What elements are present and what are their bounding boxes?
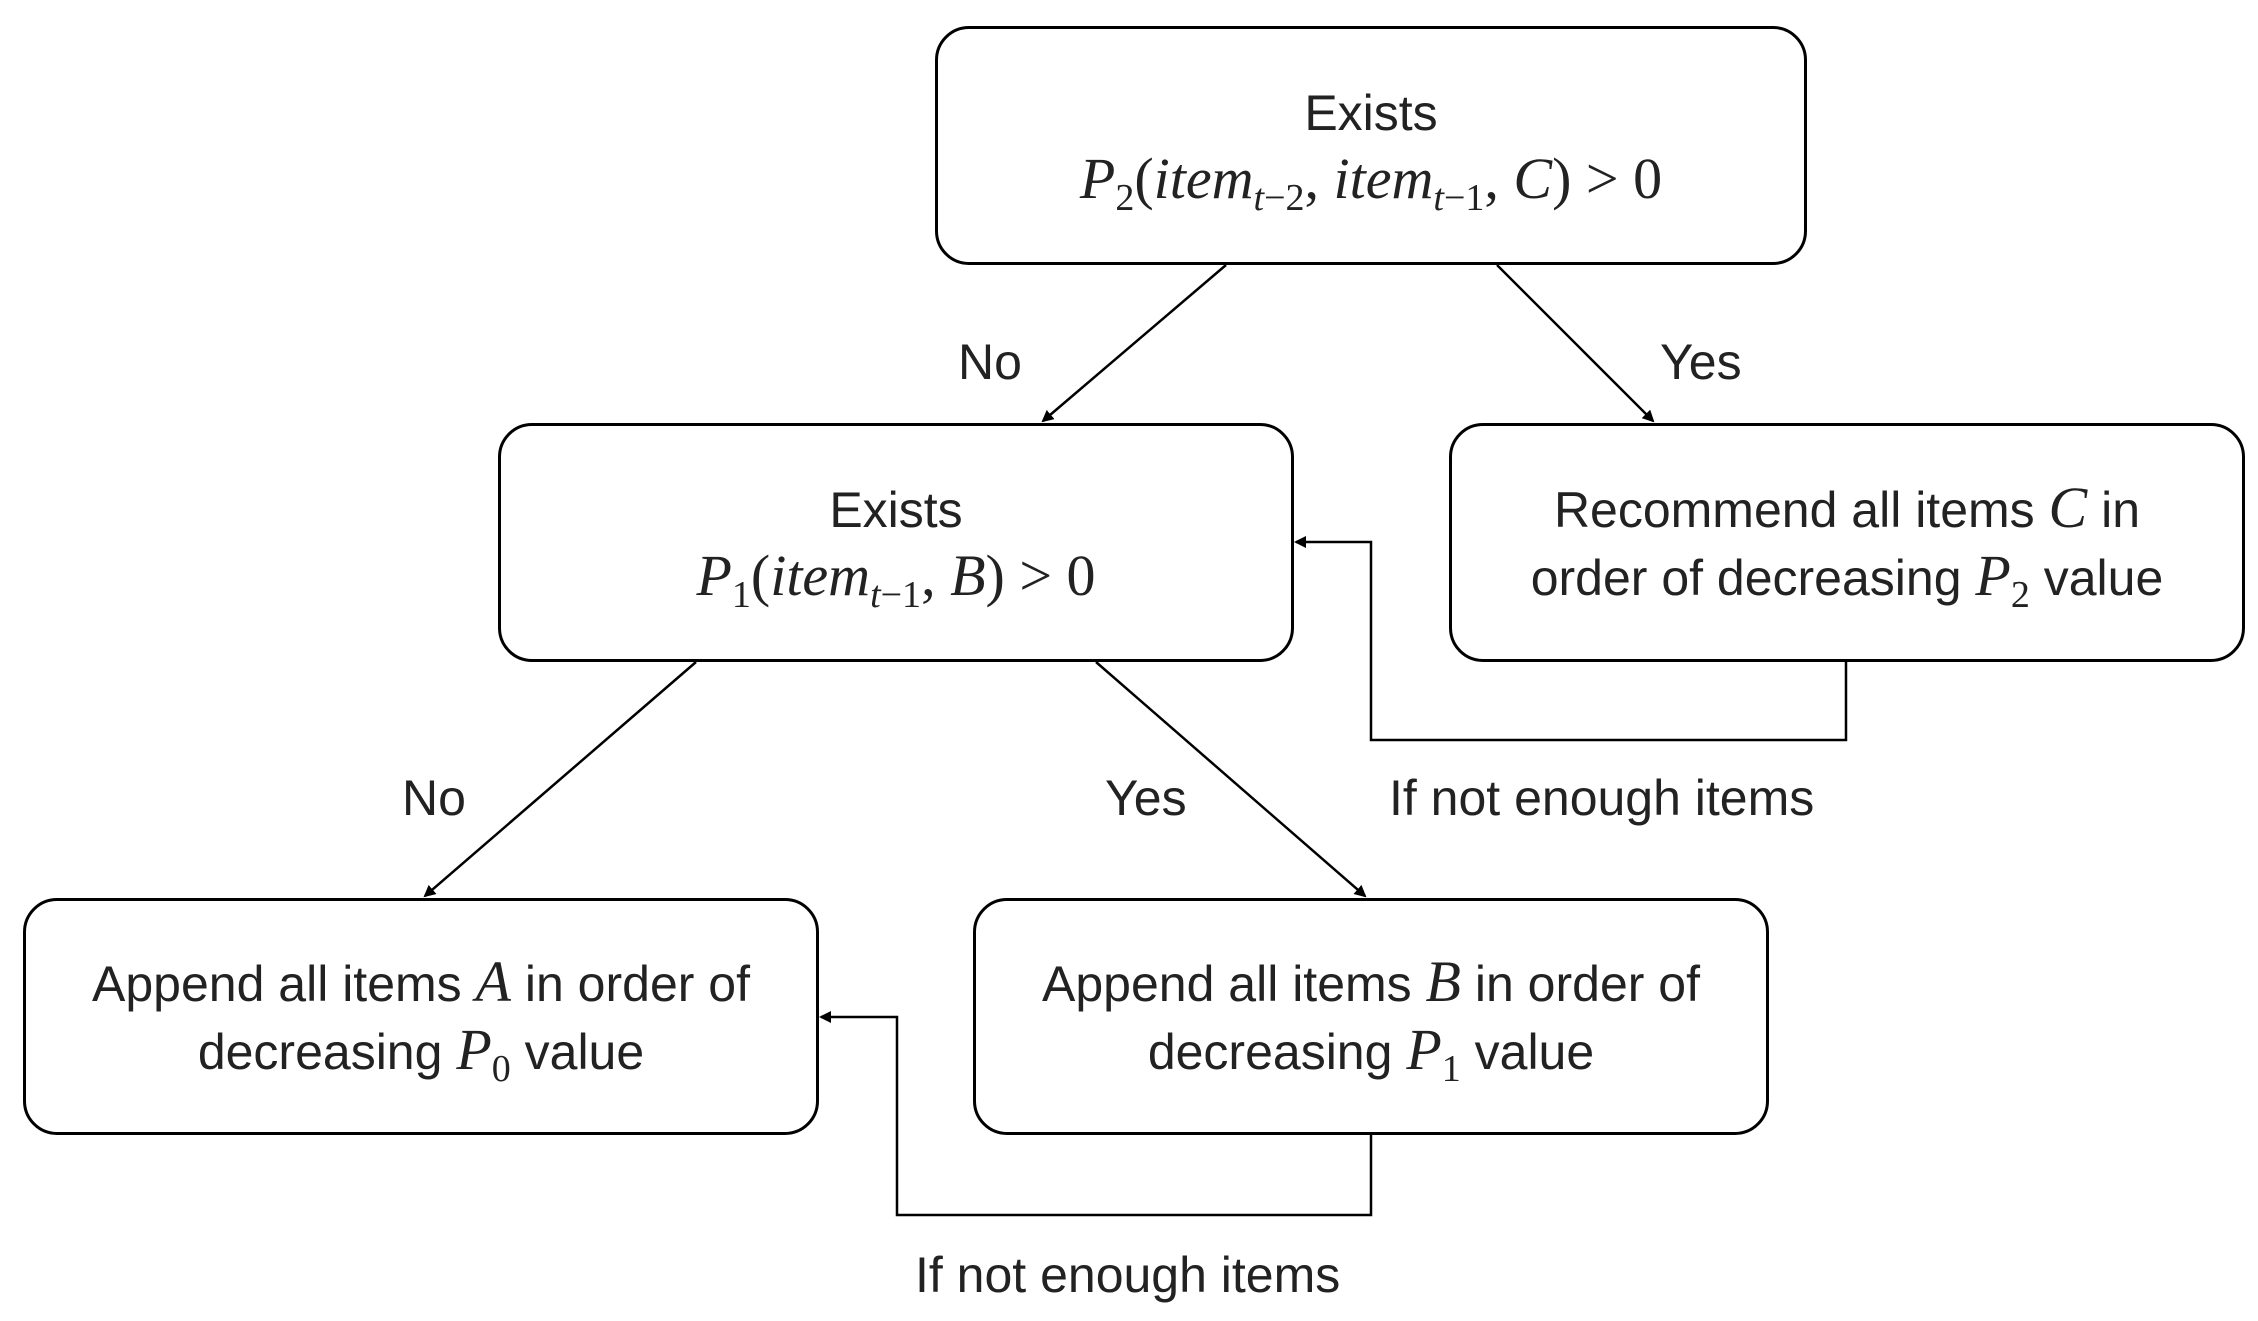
action-node-append-b: Append all items B in order of decreasin… (973, 898, 1769, 1135)
edge-middle-to-append-a (423, 661, 697, 898)
decision-node-p1: Exists P1(itemt−1, B) > 0 (498, 423, 1294, 662)
edge-middle-to-append-b (1095, 661, 1367, 898)
edge-label-append-fallback: If not enough items (915, 1247, 1341, 1303)
decision-node-p2-title: Exists (1304, 84, 1438, 141)
decision-node-p1-condition: P1(itemt−1, B) > 0 (696, 542, 1096, 616)
action-node-append-b-line1: Append all items B in order of (1042, 948, 1700, 1014)
action-node-recommend-line2: order of decreasing P2 value (1530, 542, 2164, 616)
edge-label-middle-no: No (402, 770, 466, 826)
edge-append-b-fallback (819, 1011, 1373, 1217)
action-node-append-a: Append all items A in order of decreasin… (23, 898, 819, 1135)
action-node-recommend-line1: Recommend all items C in (1553, 474, 2141, 540)
action-node-append-a-line2: decreasing P0 value (197, 1016, 645, 1090)
action-node-append-b-line2: decreasing P1 value (1147, 1016, 1595, 1090)
action-node-append-a-line1: Append all items A in order of (92, 948, 750, 1014)
decision-node-p2: Exists P2(itemt−2, itemt−1, C) > 0 (935, 26, 1807, 265)
edge-label-top-yes: Yes (1660, 334, 1742, 390)
edge-label-top-no: No (958, 334, 1022, 390)
edge-top-to-recommend (1496, 264, 1655, 423)
edge-recommend-fallback (1294, 536, 1848, 742)
edge-top-to-middle (1041, 264, 1227, 423)
decision-node-p1-title: Exists (829, 481, 963, 538)
edge-label-recommend-fallback: If not enough items (1389, 770, 1815, 826)
action-node-recommend: Recommend all items C in order of decrea… (1449, 423, 2245, 662)
edge-label-middle-yes: Yes (1105, 770, 1187, 826)
decision-node-p2-condition: P2(itemt−2, itemt−1, C) > 0 (1079, 145, 1663, 219)
